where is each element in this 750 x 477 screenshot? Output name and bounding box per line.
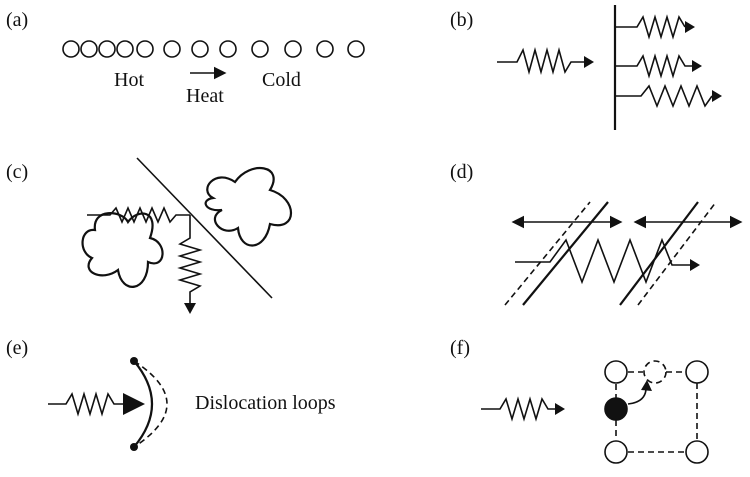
phonon-wave xyxy=(515,237,690,285)
incident-arrow-icon xyxy=(584,56,594,68)
hop-arrow-icon xyxy=(641,380,652,391)
phonon-arrow-icon xyxy=(555,403,565,415)
atom xyxy=(163,40,181,58)
panel-d-label: (d) xyxy=(450,161,473,183)
loop-pin-icon xyxy=(130,357,138,365)
panel-f: (f) xyxy=(450,337,709,464)
atom xyxy=(80,40,98,58)
lattice-atom xyxy=(685,440,709,464)
atom xyxy=(316,40,334,58)
hot-label: Hot xyxy=(114,69,144,91)
impurity-atom xyxy=(604,397,628,421)
lattice-atom xyxy=(685,360,709,384)
vacancy-site xyxy=(643,360,667,384)
scattered-arrow-icon xyxy=(685,21,695,33)
solid-boundary xyxy=(522,201,609,306)
atom xyxy=(62,40,80,58)
phonon-arrow-icon xyxy=(123,393,145,415)
panel-e: (e) Dislocation loops xyxy=(6,337,336,451)
dislocation-loop-solid xyxy=(133,360,153,448)
solid-boundary xyxy=(619,201,699,306)
hop-arrow-line xyxy=(627,387,647,405)
dashed-boundary xyxy=(504,201,591,306)
loop-pin-icon xyxy=(130,443,138,451)
scattered-arrow-icon xyxy=(692,60,702,72)
panel-e-label: (e) xyxy=(6,337,28,359)
atom xyxy=(347,40,365,58)
grain-boundary-line xyxy=(136,157,273,299)
scattered-wave-2 xyxy=(615,53,692,79)
dashed-boundary xyxy=(637,201,717,306)
atom xyxy=(219,40,237,58)
scattered-wave-3 xyxy=(615,83,713,109)
panel-c: (c) xyxy=(6,157,293,314)
atom xyxy=(191,40,209,58)
lattice-atom xyxy=(604,360,628,384)
lattice-atom xyxy=(604,440,628,464)
panel-b: (b) xyxy=(450,5,722,130)
panel-f-label: (f) xyxy=(450,337,470,359)
atom xyxy=(116,40,134,58)
atom xyxy=(136,40,154,58)
panel-c-label: (c) xyxy=(6,161,28,183)
atom-chain xyxy=(62,40,365,58)
precipitate-right xyxy=(204,167,293,247)
panel-d: (d) xyxy=(450,161,743,306)
phonon-arrow-icon xyxy=(690,259,700,271)
atom xyxy=(284,40,302,58)
heat-label: Heat xyxy=(186,85,224,107)
deflected-arrow-icon xyxy=(184,303,196,314)
panel-a: (a) Hot Heat Cold xyxy=(6,9,365,107)
incident-phonon-wave xyxy=(497,46,584,76)
incident-phonon-wave xyxy=(87,205,190,225)
dislocation-loops-caption: Dislocation loops xyxy=(195,392,336,414)
precipitate-left xyxy=(81,212,164,288)
incident-phonon-wave xyxy=(48,391,123,417)
incident-phonon-wave xyxy=(481,396,555,422)
scattered-wave-1 xyxy=(615,14,686,40)
atom xyxy=(98,40,116,58)
dislocation-loop-dashed xyxy=(133,360,168,448)
deflected-phonon-wave xyxy=(177,215,203,303)
scattered-arrow-icon xyxy=(712,90,722,102)
atom xyxy=(251,40,269,58)
panel-b-label: (b) xyxy=(450,9,473,31)
cold-label: Cold xyxy=(262,69,301,91)
panel-a-label: (a) xyxy=(6,9,28,31)
